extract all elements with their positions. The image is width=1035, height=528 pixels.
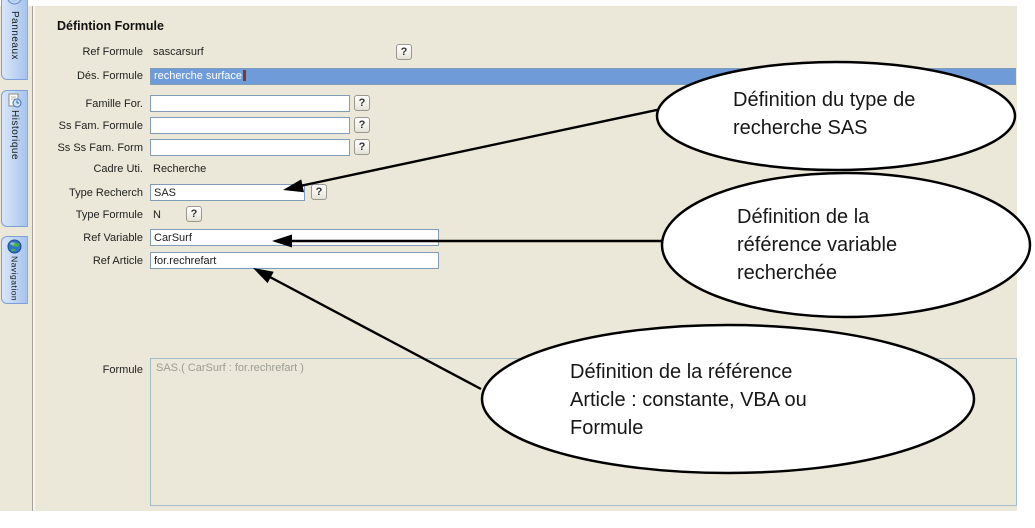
- ref-article-input[interactable]: [150, 252, 439, 269]
- text-caret: [243, 70, 247, 81]
- ss-fam-help-button[interactable]: ?: [354, 117, 370, 133]
- type-recherch-input[interactable]: [150, 184, 305, 201]
- des-formule-input[interactable]: recherche surface: [150, 68, 1016, 85]
- famille-help-button[interactable]: ?: [354, 95, 370, 111]
- cadre-uti-value: Recherche: [153, 163, 207, 175]
- sidebar-divider: [32, 6, 33, 511]
- sidebar-tab-label: Panneaux: [9, 11, 20, 61]
- ref-formule-help-button[interactable]: ?: [396, 44, 412, 60]
- history-icon: [7, 93, 22, 108]
- formule-textarea[interactable]: SAS.( CarSurf : for.rechrefart ): [150, 358, 1017, 506]
- type-formule-value: N: [153, 209, 161, 221]
- ss-ss-fam-label: Ss Ss Fam. Form: [57, 142, 143, 154]
- sidebar-tab-panneaux[interactable]: Panneaux: [1, 0, 28, 80]
- famille-input[interactable]: [150, 95, 350, 112]
- formule-label: Formule: [102, 364, 143, 376]
- ref-variable-label: Ref Variable: [83, 232, 143, 244]
- sidebar-tab-historique[interactable]: Historique: [1, 90, 28, 227]
- cadre-uti-label: Cadre Uti.: [93, 163, 143, 175]
- famille-label: Famille For.: [85, 98, 143, 110]
- ss-ss-fam-help-button[interactable]: ?: [354, 139, 370, 155]
- ref-formule-label: Ref Formule: [82, 46, 143, 58]
- des-formule-label: Dés. Formule: [76, 70, 143, 82]
- formule-expression: SAS.( CarSurf : for.rechrefart ): [156, 362, 304, 374]
- ss-ss-fam-input[interactable]: [150, 139, 350, 156]
- ref-variable-input[interactable]: [150, 229, 439, 246]
- page-title: Défintion Formule: [57, 19, 164, 33]
- sidebar-tab-label: Navigation: [9, 256, 20, 302]
- sidebar-tab-label: Historique: [9, 110, 20, 161]
- ref-formule-value: sascarsurf: [153, 46, 204, 58]
- ss-fam-input[interactable]: [150, 117, 350, 134]
- type-formule-help-button[interactable]: ?: [186, 206, 202, 222]
- sidebar-divider-highlight: [33, 6, 35, 511]
- type-recherch-label: Type Recherch: [69, 187, 143, 199]
- sidebar-tab-navigation[interactable]: Navigation: [1, 236, 28, 304]
- globe-icon: [7, 239, 22, 254]
- ss-fam-label: Ss Fam. Formule: [58, 120, 143, 132]
- type-formule-label: Type Formule: [75, 209, 143, 221]
- type-recherch-help-button[interactable]: ?: [311, 184, 327, 200]
- des-formule-selected-text: recherche surface: [154, 70, 243, 82]
- ref-article-label: Ref Article: [92, 255, 143, 267]
- panel-icon: [7, 0, 22, 9]
